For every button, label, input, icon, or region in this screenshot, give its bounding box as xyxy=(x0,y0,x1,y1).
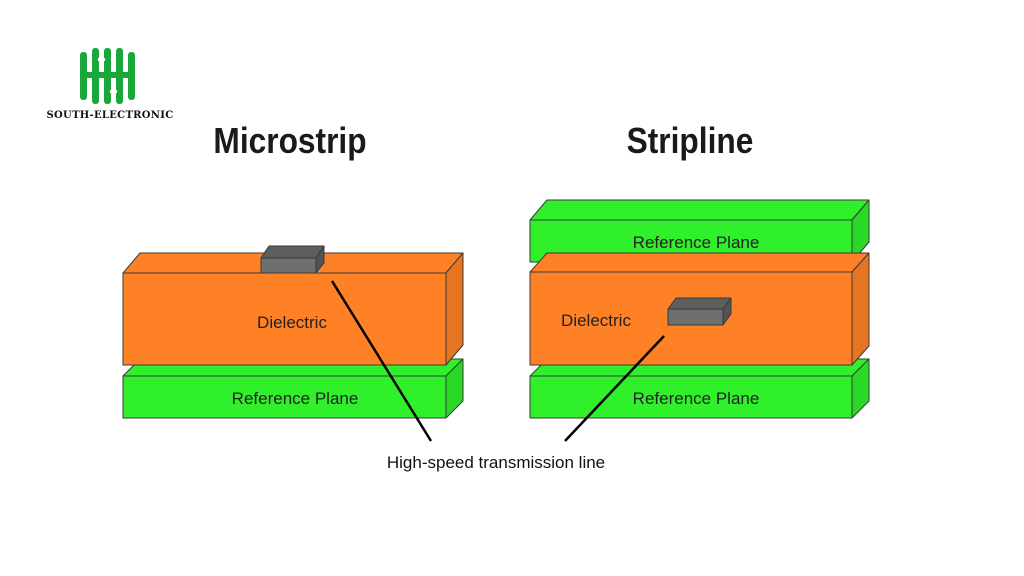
logo: SOUTH-ELECTRONIC xyxy=(40,44,180,124)
stripline-trace xyxy=(667,297,732,326)
stripline-title: Stripline xyxy=(626,120,754,161)
microstrip-group: Dielectric Reference Plane xyxy=(122,245,464,419)
microstrip-dielectric xyxy=(122,252,464,366)
stripline-top-reference-label: Reference Plane xyxy=(633,233,760,252)
callout-label: High-speed transmission line xyxy=(387,453,605,472)
logo-text: SOUTH-ELECTRONIC xyxy=(46,110,174,121)
microstrip-trace xyxy=(260,245,325,274)
stripline-top-reference-plane xyxy=(529,199,870,263)
stripline-dielectric-label: Dielectric xyxy=(561,311,631,330)
callout-line-microstrip xyxy=(330,280,433,442)
microstrip-reference-label: Reference Plane xyxy=(232,389,359,408)
stripline-group: Dielectric Reference Plane Reference Pla… xyxy=(529,199,870,419)
stripline-bottom-reference-label: Reference Plane xyxy=(633,389,760,408)
callout-line-stripline xyxy=(564,335,665,442)
microstrip-title: Microstrip xyxy=(213,120,367,161)
logo-icon xyxy=(80,48,135,104)
microstrip-dielectric-label: Dielectric xyxy=(257,313,327,332)
